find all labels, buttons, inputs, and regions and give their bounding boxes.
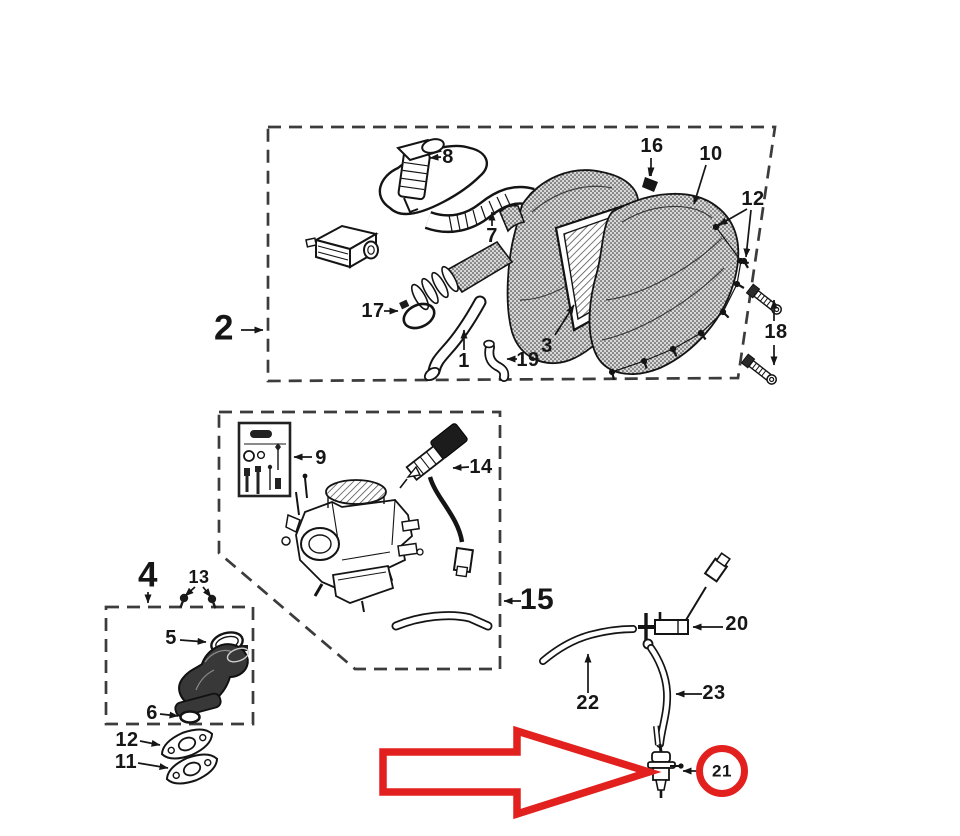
part-label-5: 5 xyxy=(165,627,177,649)
vacuum-valve-20 xyxy=(638,552,731,650)
highlight-circle xyxy=(696,745,748,797)
breather-hose xyxy=(391,611,493,631)
part-label-11: 11 xyxy=(114,751,138,773)
air-box-lid xyxy=(305,224,379,269)
air-intake-snorkel xyxy=(378,138,489,216)
hose-23 xyxy=(647,644,672,748)
air-box-housing-right xyxy=(588,192,751,382)
part-label-7: 7 xyxy=(486,225,498,247)
clip-16 xyxy=(642,168,658,192)
highlight-annotations xyxy=(379,725,748,820)
part-label-16: 16 xyxy=(640,135,664,157)
hose-22 xyxy=(539,625,637,665)
part-label-9: 9 xyxy=(315,447,327,469)
part-label-1: 1 xyxy=(458,350,470,372)
part-label-19: 19 xyxy=(516,349,540,371)
part-label-18: 18 xyxy=(764,321,788,343)
drain-tube-19 xyxy=(483,339,510,382)
group-box-4 xyxy=(104,605,255,726)
part-label-22: 22 xyxy=(576,692,600,714)
group-label-2: 2 xyxy=(214,308,234,348)
group-boxes xyxy=(104,125,777,726)
part-label-6: 6 xyxy=(146,702,158,724)
intake-duct-bellows xyxy=(410,240,514,311)
part-label-8: 8 xyxy=(442,146,454,168)
part-label-12-bottom: 12 xyxy=(115,729,139,751)
intake-tube-1 xyxy=(423,295,487,382)
group-label-4: 4 xyxy=(138,555,158,595)
intake-manifold xyxy=(174,643,250,718)
fuel-valve-21 xyxy=(647,725,684,798)
group-label-15: 15 xyxy=(519,583,555,616)
part-label-20: 20 xyxy=(725,613,749,635)
part-label-17: 17 xyxy=(361,300,385,322)
group-box-15 xyxy=(217,410,502,671)
part-label-12-top: 12 xyxy=(741,188,765,210)
part-label-10: 10 xyxy=(699,143,723,165)
auto-choke-14 xyxy=(399,423,475,578)
highlight-arrow xyxy=(379,725,662,820)
part-label-23: 23 xyxy=(702,682,726,704)
part-label-3: 3 xyxy=(541,335,553,357)
carburetor xyxy=(281,473,424,613)
part-label-13: 13 xyxy=(188,567,210,587)
part-label-14: 14 xyxy=(469,456,493,478)
o-ring-6 xyxy=(179,710,201,724)
group-box-2 xyxy=(266,125,777,383)
hose-clamp-17 xyxy=(399,299,436,330)
leader-lines xyxy=(137,153,778,775)
part-label-21-highlighted: 21 xyxy=(712,761,732,781)
repair-kit-9 xyxy=(237,421,292,498)
